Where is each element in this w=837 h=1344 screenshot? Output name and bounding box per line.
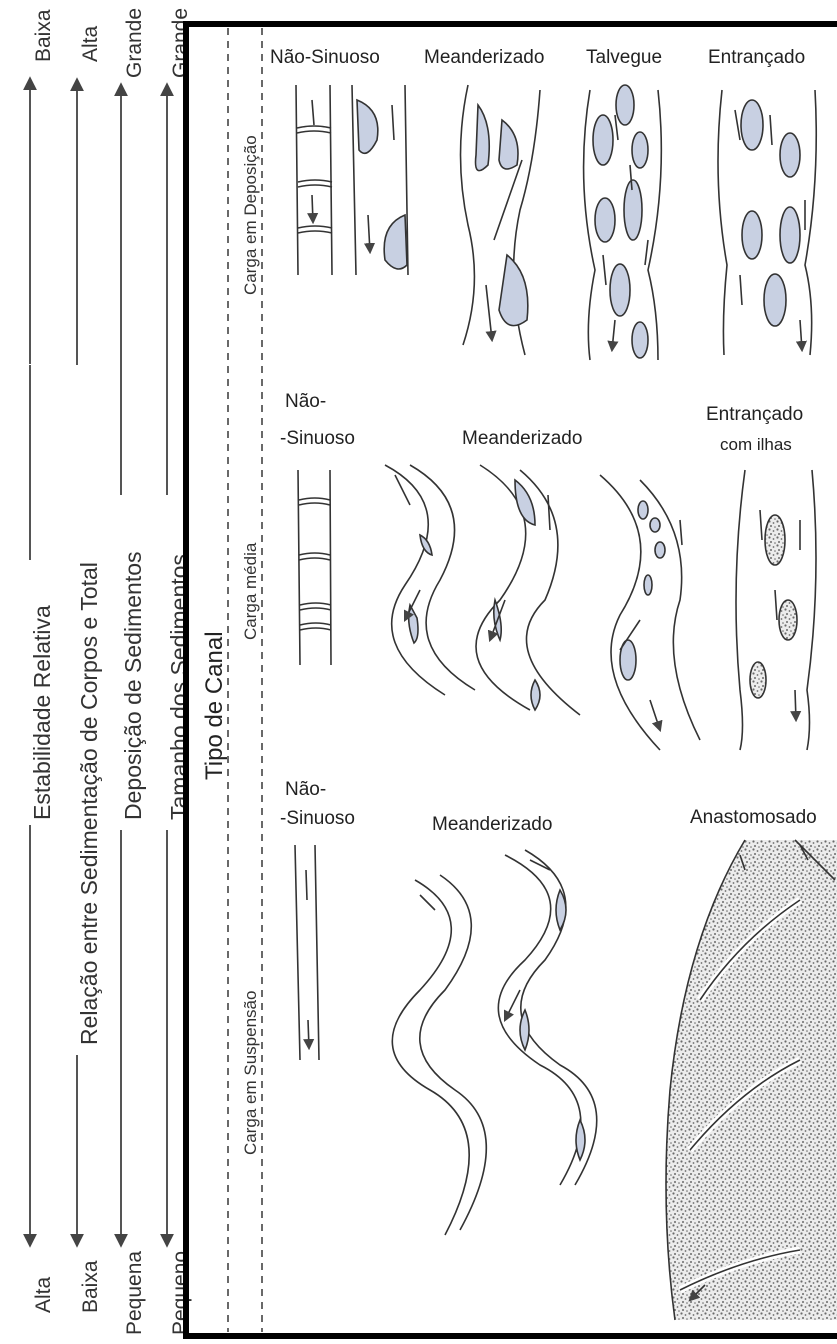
gradient-deposition: Grande Deposição de Sedimentos Pequena [120,8,146,1335]
stability-top-label: Baixa [32,9,55,62]
header-anastomosado: Anastomosado [690,807,817,828]
relation-axis-label: Relação entre Sedimentação de Corpos e T… [76,562,102,1045]
header-meanderizado-1: Meanderizado [424,47,544,68]
header-nao-sinuoso-1: Não-Sinuoso [270,47,380,68]
row-label-deposition: Carga em Deposição [241,135,260,295]
gradient-scales: Baixa Estabilidade Relativa Alta Alta Re… [29,8,192,1335]
row-label-medium: Carga média [241,542,260,640]
deposition-axis-label: Deposição de Sedimentos [120,552,146,821]
header-meanderizado-3: Meanderizado [432,814,552,835]
header-entrancado-1: Entrançado [708,47,805,68]
deposition-bottom-label: Pequena [123,1251,146,1335]
gradient-relation: Alta Relação entre Sedimentação de Corpo… [76,25,102,1313]
sketch-row-suspension [295,840,837,1320]
header-sinuoso-2: -Sinuoso [280,428,355,449]
relation-top-label: Alta [79,25,102,62]
header-talvegue: Talvegue [586,47,662,68]
header-nao-2: Não- [285,391,326,412]
channel-type-label: Tipo de Canal [201,631,228,780]
gradient-stability: Baixa Estabilidade Relativa Alta [29,9,55,1313]
header-meanderizado-2: Meanderizado [462,428,582,449]
sketch-row-deposition [296,85,816,360]
row-label-suspension: Carga em Suspensão [241,991,260,1155]
relation-bottom-label: Baixa [79,1260,102,1313]
deposition-top-label: Grande [123,8,146,78]
stability-bottom-label: Alta [32,1276,55,1313]
header-com-ilhas: com ilhas [720,435,792,454]
header-entrancado-2: Entrançado [706,404,803,425]
sketch-row-medium [298,465,816,750]
stability-axis-label: Estabilidade Relativa [29,605,55,820]
header-nao-3: Não- [285,779,326,800]
header-sinuoso-3: -Sinuoso [280,808,355,829]
